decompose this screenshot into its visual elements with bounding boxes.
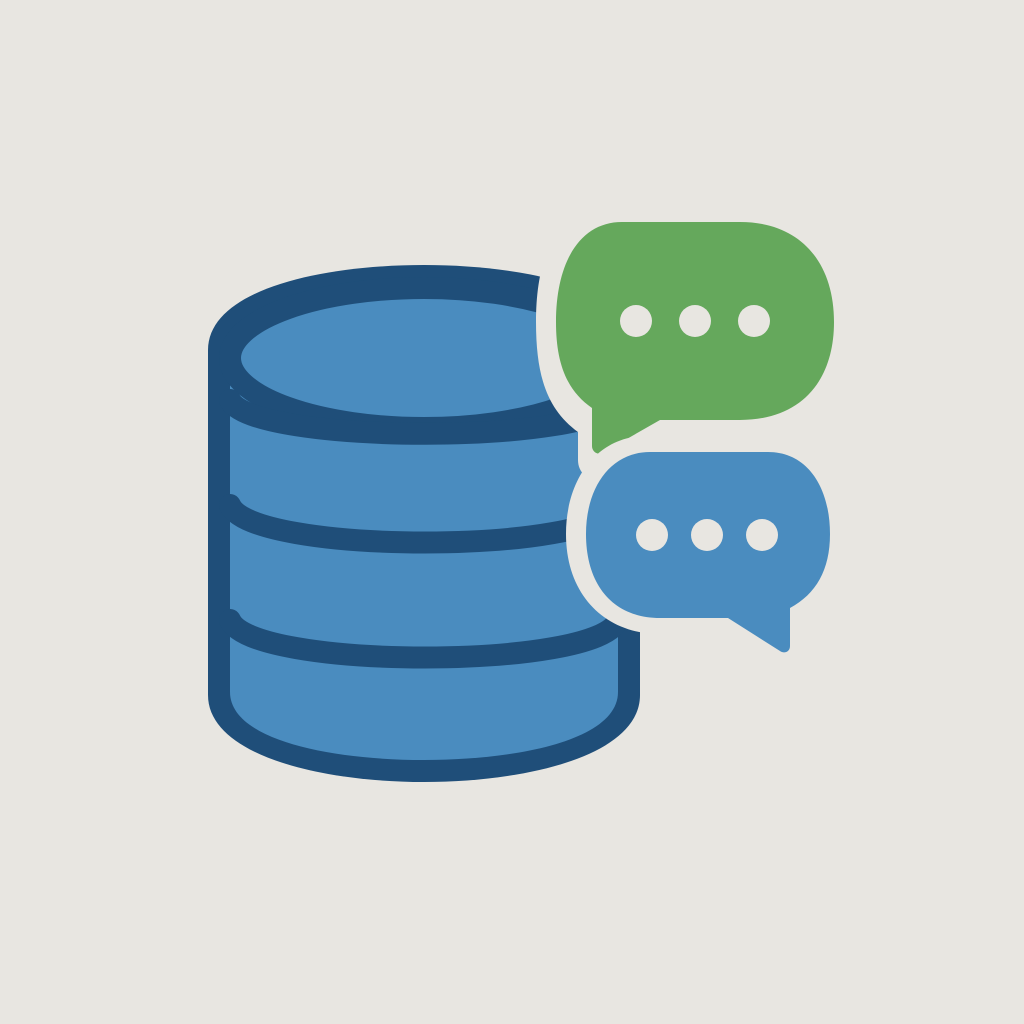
ellipsis-dot — [679, 305, 711, 337]
database-band — [219, 609, 629, 669]
ellipsis-dot — [738, 305, 770, 337]
chat-bubble-icon — [536, 204, 852, 481]
ellipsis-dot — [620, 305, 652, 337]
ellipsis-dot — [691, 519, 723, 551]
chat-bubble-icon — [566, 436, 848, 673]
ellipsis-dot — [746, 519, 778, 551]
ellipsis-dot — [636, 519, 668, 551]
chat-bubble-blue — [586, 452, 830, 653]
chat-bubble-green — [556, 222, 834, 454]
